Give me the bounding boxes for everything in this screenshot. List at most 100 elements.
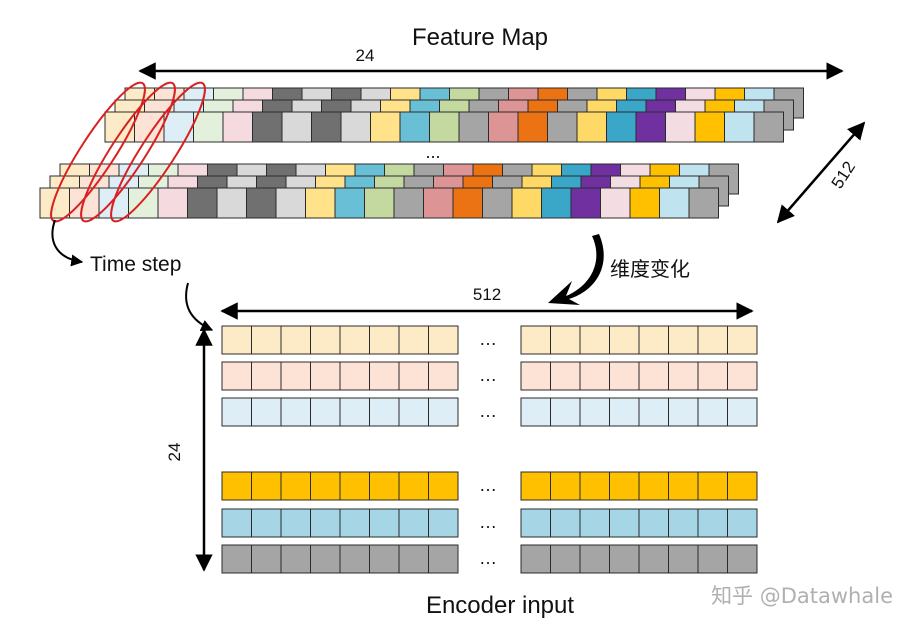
transform-label: 维度变化 (610, 257, 690, 281)
transform-arrow (548, 234, 604, 305)
encoder-cell (609, 397, 640, 427)
encoder-cell (398, 325, 429, 355)
feature-cell (39, 187, 70, 219)
feature-cell (128, 187, 159, 219)
feature-cell (399, 111, 430, 143)
encoder-cell (520, 325, 551, 355)
feature-cell (334, 187, 365, 219)
encoder-input-grid: ……………… (221, 325, 758, 574)
encoder-cell (697, 471, 728, 501)
encoder-cell (520, 361, 551, 391)
feature-cell (222, 111, 253, 143)
encoder-cell (221, 544, 252, 574)
encoder-cell (697, 325, 728, 355)
feature-cell (104, 111, 135, 143)
encoder-row: … (221, 508, 758, 538)
encoder-cell (398, 361, 429, 391)
encoder-cell (251, 508, 282, 538)
encoder-cell (310, 471, 341, 501)
time-step-ellipse (80, 81, 176, 223)
encoder-cell (310, 544, 341, 574)
encoder-cell (697, 397, 728, 427)
feature-cell (570, 187, 601, 219)
encoder-row: … (221, 325, 758, 355)
encoder-cell (221, 397, 252, 427)
encoder-row-ellipsis: … (479, 548, 497, 568)
feature-cell (340, 111, 371, 143)
encoder-cell (398, 397, 429, 427)
encoder-cell (251, 544, 282, 574)
encoder-cell (221, 471, 252, 501)
time-step-label: Time step (90, 253, 181, 276)
encoder-cell (520, 508, 551, 538)
feature-cell (452, 187, 483, 219)
encoder-cell (609, 544, 640, 574)
watermark: 知乎 @Datawhale (711, 584, 893, 608)
feature-cell (216, 187, 247, 219)
encoder-row-ellipsis: … (479, 401, 497, 421)
feature-cell (364, 187, 395, 219)
encoder-cell (339, 544, 370, 574)
encoder-width-label: 512 (473, 285, 501, 304)
encoder-cell (579, 325, 610, 355)
encoder-cell (310, 508, 341, 538)
feature-cell (252, 111, 283, 143)
encoder-cell (339, 508, 370, 538)
feature-map-row (39, 187, 719, 219)
time-step-to-encoder-arrow (185, 282, 214, 331)
encoder-row-ellipsis: … (479, 512, 497, 532)
encoder-cell (251, 397, 282, 427)
encoder-cell (579, 361, 610, 391)
feature-cell (600, 187, 631, 219)
encoder-cell (609, 471, 640, 501)
feature-cell (246, 187, 277, 219)
encoder-height-label: 24 (165, 443, 184, 462)
encoder-title: Encoder input (426, 592, 574, 619)
feature-cell (393, 187, 424, 219)
encoder-row-ellipsis: … (479, 329, 497, 349)
encoder-cell (221, 361, 252, 391)
encoder-row-ellipsis: … (479, 365, 497, 385)
encoder-cell (727, 471, 758, 501)
encoder-cell (369, 471, 400, 501)
feature-map-ellipsis: ... (425, 142, 440, 162)
encoder-cell (697, 361, 728, 391)
encoder-cell (280, 361, 311, 391)
time-step-highlights (50, 81, 206, 223)
encoder-cell (697, 544, 728, 574)
encoder-cell (668, 361, 699, 391)
encoder-cell (369, 508, 400, 538)
encoder-cell (668, 544, 699, 574)
feature-cell (69, 187, 100, 219)
encoder-cell (638, 325, 669, 355)
encoder-cell (579, 397, 610, 427)
encoder-cell (398, 508, 429, 538)
encoder-cell (280, 544, 311, 574)
encoder-cell (638, 397, 669, 427)
encoder-cell (550, 508, 581, 538)
encoder-cell (727, 544, 758, 574)
encoder-cell (428, 325, 459, 355)
encoder-row: … (221, 544, 758, 574)
feature-cell (488, 111, 519, 143)
encoder-cell (251, 325, 282, 355)
feature-cell (511, 187, 542, 219)
feature-map-title: Feature Map (412, 24, 548, 51)
encoder-cell (339, 397, 370, 427)
feature-cell (423, 187, 454, 219)
encoder-cell (579, 508, 610, 538)
encoder-cell (520, 544, 551, 574)
feature-map-depth-label: 512 (828, 158, 859, 192)
feature-cell (541, 187, 572, 219)
feature-cell (724, 111, 755, 143)
feature-cell (370, 111, 401, 143)
encoder-cell (428, 508, 459, 538)
feature-cell (281, 111, 312, 143)
encoder-cell (638, 471, 669, 501)
feature-cell (694, 111, 725, 143)
feature-cell (157, 187, 188, 219)
encoder-cell (550, 471, 581, 501)
feature-cell (665, 111, 696, 143)
encoder-cell (668, 397, 699, 427)
feature-cell (311, 111, 342, 143)
